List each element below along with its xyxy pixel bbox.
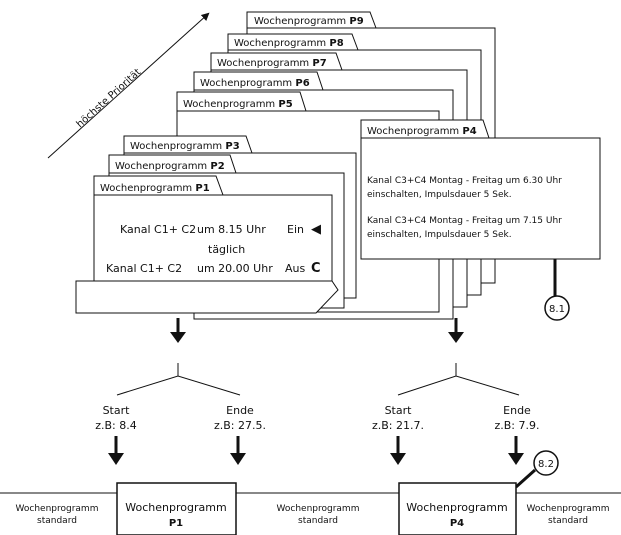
program-card-p4: Wochenprogramm P4 Kanal C3+C4 Montag - F… <box>360 119 601 260</box>
callout-8-2: 8.2 <box>514 450 559 489</box>
left-end-label: Ende <box>226 404 254 417</box>
svg-text:8.1: 8.1 <box>549 304 565 315</box>
p4-entry2-line2: einschalten, Impulsdauer 5 Sek. <box>367 230 512 240</box>
timeline-segment-p1 <box>116 482 237 535</box>
svg-text:8.2: 8.2 <box>538 459 554 470</box>
left-end-value: z.B: 27.5. <box>214 419 266 432</box>
arrow-right-end <box>508 436 524 465</box>
p1-row1-daily: täglich <box>208 243 245 256</box>
p4-entry1-line2: einschalten, Impulsdauer 5 Sek. <box>367 190 512 200</box>
program-card-p1: Wochenprogramm P1 Kanal C1+ C2 um 8.15 U… <box>75 175 339 314</box>
program-id-p8: P8 <box>329 38 343 49</box>
program-id-p6: P6 <box>295 78 309 89</box>
p4-entry1-line1: Kanal C3+C4 Montag - Freitag um 6.30 Uhr <box>367 176 562 186</box>
p1-row2-state: Aus <box>285 262 305 275</box>
right-start-value: z.B: 21.7. <box>372 419 424 432</box>
svg-text:Wochenprogramm P2: Wochenprogramm P2 <box>115 161 225 172</box>
program-id-p7: P7 <box>312 58 326 69</box>
timeline-seg4-line1: Wochenprogramm <box>406 501 507 514</box>
p4-entry2-line1: Kanal C3+C4 Montag - Freitag um 7.15 Uhr <box>367 216 562 226</box>
program-id-p9: P9 <box>349 16 363 27</box>
p1-row1-state: Ein <box>287 223 304 236</box>
right-start-label: Start <box>385 404 413 417</box>
on-symbol-icon: ◀ <box>311 222 321 237</box>
left-start-label: Start <box>103 404 131 417</box>
arrow-left-start <box>108 436 124 465</box>
timeline-seg3-line1: Wochenprogramm <box>277 504 360 514</box>
bracket-right <box>397 363 520 396</box>
svg-text:Wochenprogramm P9: Wochenprogramm P9 <box>254 16 364 27</box>
svg-text:Wochenprogramm P5: Wochenprogramm P5 <box>183 99 293 110</box>
bracket-left <box>116 363 241 396</box>
p1-row2-kanal: Kanal C1+ C2 <box>106 262 182 275</box>
program-id-p4: P4 <box>462 126 476 137</box>
program-id-p3: P3 <box>225 141 239 152</box>
svg-text:Wochenprogramm P6: Wochenprogramm P6 <box>200 78 310 89</box>
timeline-seg2-line2: P1 <box>169 518 183 529</box>
timeline-seg2-line1: Wochenprogramm <box>125 501 226 514</box>
off-symbol-icon: C <box>311 261 321 276</box>
program-id-p1: P1 <box>195 183 209 194</box>
timeline-segment-p4 <box>398 482 517 535</box>
timeline-seg4-line2: P4 <box>450 518 464 529</box>
program-id-p5: P5 <box>278 99 292 110</box>
folder-base <box>75 280 339 314</box>
svg-text:Wochenprogramm P1: Wochenprogramm P1 <box>100 183 210 194</box>
timeline-seg5-line1: Wochenprogramm <box>527 504 610 514</box>
svg-text:Wochenprogramm P8: Wochenprogramm P8 <box>234 38 344 49</box>
right-end-value: z.B: 7.9. <box>494 419 539 432</box>
arrow-down-left <box>170 318 186 343</box>
svg-text:Wochenprogramm P4: Wochenprogramm P4 <box>367 126 477 137</box>
priority-label: höchste Priorität <box>75 67 144 130</box>
program-id-p2: P2 <box>210 161 224 172</box>
left-start-value: z.B: 8.4 <box>95 419 137 432</box>
timeline-seg5-line2: standard <box>548 516 588 526</box>
p1-row1-kanal: Kanal C1+ C2 <box>120 223 196 236</box>
right-end-label: Ende <box>503 404 531 417</box>
arrow-down-right <box>448 318 464 343</box>
priority-arrow <box>47 12 210 159</box>
arrow-right-start <box>390 436 406 465</box>
timeline-seg1-line1: Wochenprogramm <box>16 504 99 514</box>
p1-row2-time: um 20.00 Uhr <box>197 262 273 275</box>
arrow-left-end <box>230 436 246 465</box>
timeline-seg3-line2: standard <box>298 516 338 526</box>
svg-text:Wochenprogramm P3: Wochenprogramm P3 <box>130 141 240 152</box>
callout-8-1: 8.1 <box>544 259 570 321</box>
timeline: Wochenprogramm standard Wochenprogramm P… <box>0 482 621 535</box>
timeline-seg1-line2: standard <box>37 516 77 526</box>
p1-row1-time: um 8.15 Uhr <box>197 223 266 236</box>
svg-text:Wochenprogramm P7: Wochenprogramm P7 <box>217 58 327 69</box>
